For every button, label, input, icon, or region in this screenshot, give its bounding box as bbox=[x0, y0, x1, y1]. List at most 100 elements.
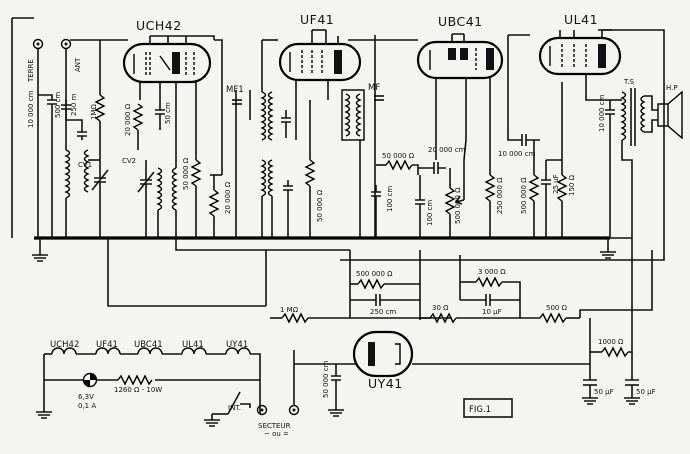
label-r1mb: 1 MΩ bbox=[280, 306, 299, 314]
capacitor-50uf-2 bbox=[624, 352, 640, 405]
resistor-30 bbox=[420, 312, 480, 324]
label-fig: FIG.1 bbox=[469, 405, 491, 415]
label-r1m: 1MΩ bbox=[90, 104, 98, 120]
label-c20000: 20 000 cm bbox=[428, 146, 466, 154]
capacitor-10000cm-output bbox=[605, 100, 615, 238]
capacitor-250m bbox=[66, 119, 87, 140]
label-cv2: CV2 bbox=[122, 157, 136, 165]
label-heater-ul41: UL41 bbox=[182, 340, 204, 350]
dropper-resistor-1260 bbox=[117, 374, 260, 386]
label-ubc41: UBC41 bbox=[438, 14, 483, 29]
terre-terminal[interactable] bbox=[32, 38, 44, 50]
label-r500000: 500 000 Ω bbox=[454, 187, 462, 224]
label-r50000b: 50 000 Ω bbox=[316, 189, 324, 222]
pilot-lamp-icon bbox=[82, 372, 98, 388]
label-r50000c: 50 000 Ω bbox=[382, 152, 415, 160]
label-lamp-a: 0,1 A bbox=[78, 402, 96, 410]
label-r20000b: 20 000 Ω bbox=[224, 181, 232, 214]
tube-uy41 bbox=[352, 330, 414, 378]
resistor-50000-a bbox=[190, 96, 202, 238]
label-r500: 500 Ω bbox=[546, 304, 568, 312]
ground-symbol-right bbox=[600, 238, 616, 259]
tube-uch42-electrodes bbox=[133, 36, 197, 100]
capacitor-10000cm bbox=[38, 94, 57, 238]
capacitor-50uf-1 bbox=[582, 364, 598, 405]
resistor-50000-horizontal bbox=[376, 159, 419, 175]
resistor-3000 bbox=[460, 276, 521, 300]
capacitor-500cm bbox=[61, 100, 71, 150]
resistor-500 bbox=[520, 312, 580, 324]
label-c25uf: 25 µF bbox=[552, 174, 560, 194]
resistor-500000-c bbox=[350, 278, 420, 290]
tube-uf41-electrodes bbox=[289, 30, 342, 140]
loudspeaker-icon bbox=[644, 90, 683, 140]
label-r20000: 20 000 Ω bbox=[124, 103, 132, 136]
label-c10000b: 10 000 cm bbox=[498, 150, 536, 158]
heater-chain bbox=[44, 347, 261, 414]
capacitor-25uf bbox=[541, 160, 551, 238]
label-c100b: 100 cm bbox=[426, 200, 434, 226]
tube-uf41 bbox=[278, 42, 362, 82]
label-mf: MF bbox=[368, 83, 380, 93]
output-transformer bbox=[610, 88, 646, 238]
label-int: INT. bbox=[228, 404, 241, 412]
ant-terminal[interactable] bbox=[60, 38, 72, 50]
label-c50000: 50 000 cm bbox=[322, 360, 330, 398]
figure-label-box bbox=[463, 398, 513, 418]
label-lamp-v: 6,3V bbox=[78, 393, 94, 401]
label-r250000: 250 000 Ω bbox=[496, 177, 504, 214]
mains-terminal-2[interactable] bbox=[288, 404, 300, 416]
power-switch[interactable] bbox=[212, 391, 251, 415]
resistor-150 bbox=[546, 82, 568, 238]
tube-uch42 bbox=[122, 42, 212, 84]
tube-ul41-electrodes bbox=[549, 29, 612, 101]
label-ul41: UL41 bbox=[564, 12, 598, 27]
resistor-50000-uf bbox=[304, 100, 316, 238]
ground-symbol-left bbox=[32, 238, 48, 262]
label-uch42: UCH42 bbox=[136, 18, 182, 33]
label-r500000b: 500 000 Ω bbox=[520, 177, 528, 214]
label-mf1: MF1 bbox=[226, 85, 244, 95]
label-c50uf1: 50 µF bbox=[594, 388, 614, 396]
resistor-500000-b bbox=[528, 140, 540, 238]
resistor-250000 bbox=[484, 130, 496, 238]
label-heater-uch42: UCH42 bbox=[50, 340, 79, 350]
label-c10000: 10 000 cm bbox=[27, 90, 35, 128]
capacitor-250cm bbox=[350, 294, 420, 306]
capacitor-uf-cathode bbox=[283, 180, 293, 238]
label-uf41: UF41 bbox=[300, 12, 334, 27]
label-c100: 100 cm bbox=[386, 186, 394, 212]
label-c50uf2: 50 µF bbox=[636, 388, 656, 396]
label-heater-ubc41: UBC41 bbox=[134, 340, 163, 350]
label-hp: H.P bbox=[666, 84, 678, 92]
label-tilde: ~ ou = bbox=[264, 430, 289, 438]
resistor-1mohm bbox=[94, 40, 106, 140]
label-r50000a: 50 000 Ω bbox=[182, 157, 190, 190]
label-heater-uf41: UF41 bbox=[96, 340, 118, 350]
label-secteur: SECTEUR bbox=[258, 422, 291, 430]
resistor-1m-bottom bbox=[270, 312, 350, 324]
label-r1260: 1260 Ω - 10W bbox=[114, 386, 162, 394]
tube-uy41-electrodes bbox=[368, 342, 401, 366]
capacitor-100cm bbox=[371, 185, 381, 238]
capacitor-10000cm-coupling bbox=[507, 130, 540, 146]
label-c250: 250 m bbox=[70, 93, 78, 116]
variable-capacitor-cv2 bbox=[137, 160, 155, 238]
if-transformer-mf1 bbox=[232, 40, 291, 238]
label-r500000c: 500 000 Ω bbox=[356, 270, 393, 278]
label-r3000: 3 000 Ω bbox=[478, 268, 506, 276]
mains-terminal-1[interactable] bbox=[256, 404, 268, 416]
resistor-20000-uch bbox=[132, 103, 144, 150]
antenna-coil bbox=[64, 149, 90, 238]
resistor-20000-b bbox=[208, 174, 222, 238]
label-ant: ANT bbox=[74, 57, 82, 72]
capacitor-50000cm bbox=[328, 364, 344, 417]
label-c500: 500 cm bbox=[54, 92, 62, 118]
label-c10uf: 10 µF bbox=[482, 308, 502, 316]
capacitor-100cm-b bbox=[415, 175, 425, 238]
if-transformer-mf bbox=[341, 89, 384, 238]
capacitor-20000cm bbox=[418, 162, 446, 174]
label-ts: T.S bbox=[623, 78, 635, 86]
